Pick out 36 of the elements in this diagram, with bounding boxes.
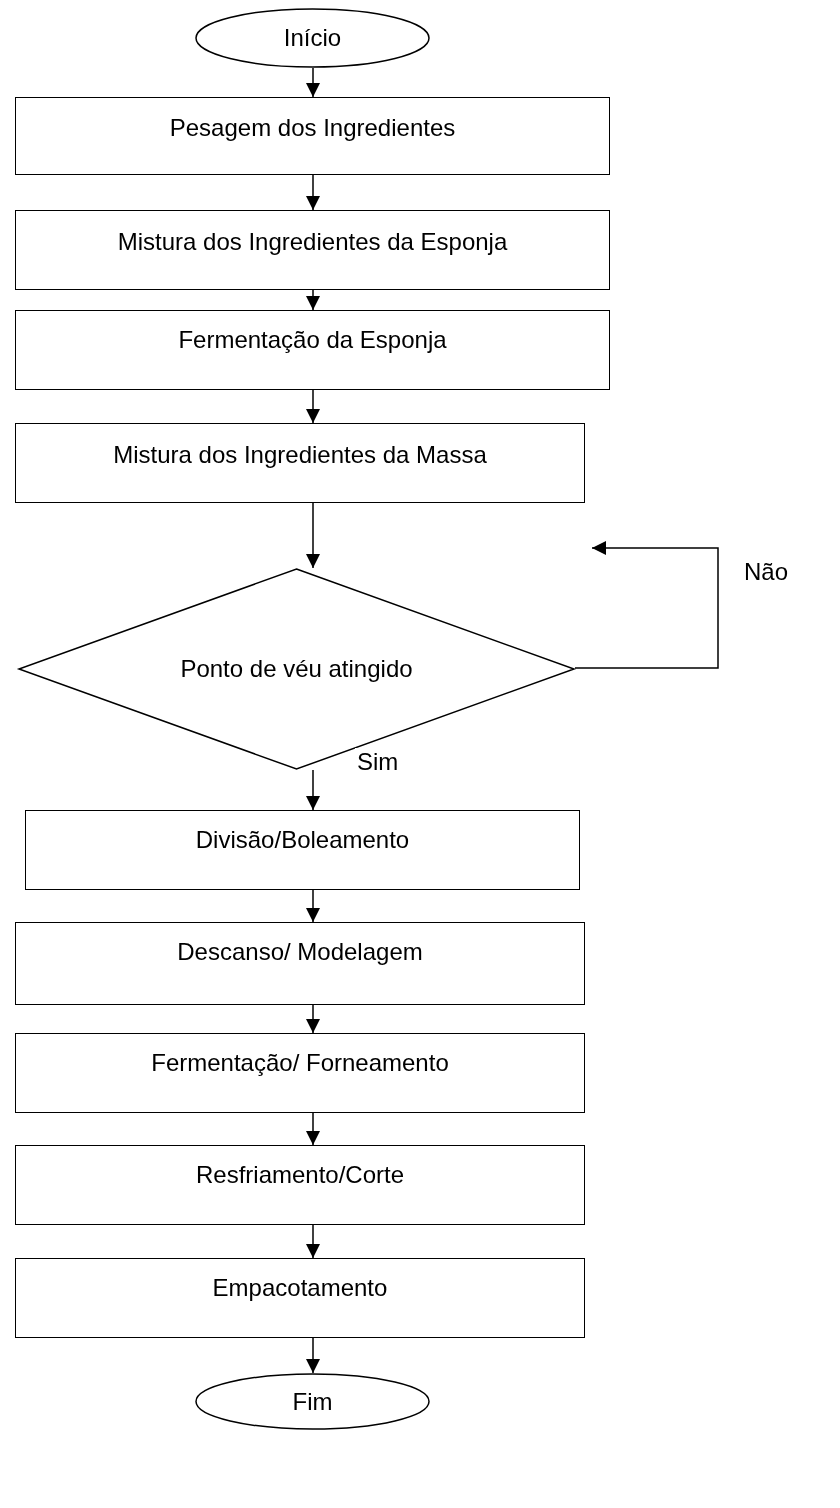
arrow: [306, 174, 320, 211]
process-box: [15, 310, 610, 390]
arrow: [306, 889, 320, 923]
node-text: Fermentação da Esponja: [178, 326, 447, 354]
node-text: Fim: [292, 1387, 333, 1416]
process-box: [15, 423, 585, 503]
node-text: Mistura dos Ingredientes da Esponja: [117, 228, 508, 256]
process-box: [15, 210, 610, 290]
arrow: [306, 1337, 320, 1374]
arrow: [306, 389, 320, 424]
arrow: [306, 1112, 320, 1146]
arrow: [306, 1224, 320, 1259]
node-text: Ponto de véu atingido: [180, 655, 413, 683]
arrow: [306, 1004, 320, 1034]
node-text: Resfriamento/Corte: [195, 1161, 405, 1189]
arrow: [306, 289, 320, 311]
node-text: Pesagem dos Ingredientes: [169, 114, 456, 142]
process-box: [25, 810, 580, 890]
node-text: Empacotamento: [212, 1274, 388, 1302]
decision-diamond: [18, 568, 575, 770]
terminal-ellipse: [195, 1373, 430, 1430]
process-box: [15, 97, 610, 175]
arrow: [306, 67, 320, 98]
node-text: Início: [283, 24, 342, 52]
process-box: [15, 1258, 585, 1338]
process-box: [15, 1145, 585, 1225]
process-box: [15, 1033, 585, 1113]
node-text: Divisão/Boleamento: [195, 826, 410, 854]
node-text: Descanso/ Modelagem: [177, 937, 423, 966]
arrow: [306, 769, 320, 811]
node-text: Mistura dos Ingredientes da Massa: [113, 441, 487, 469]
node-text: Fermentação/ Forneamento: [151, 1049, 449, 1077]
arrow: [574, 541, 719, 669]
arrow: [306, 502, 320, 569]
terminal-ellipse: [195, 8, 430, 68]
process-box: [15, 922, 585, 1005]
